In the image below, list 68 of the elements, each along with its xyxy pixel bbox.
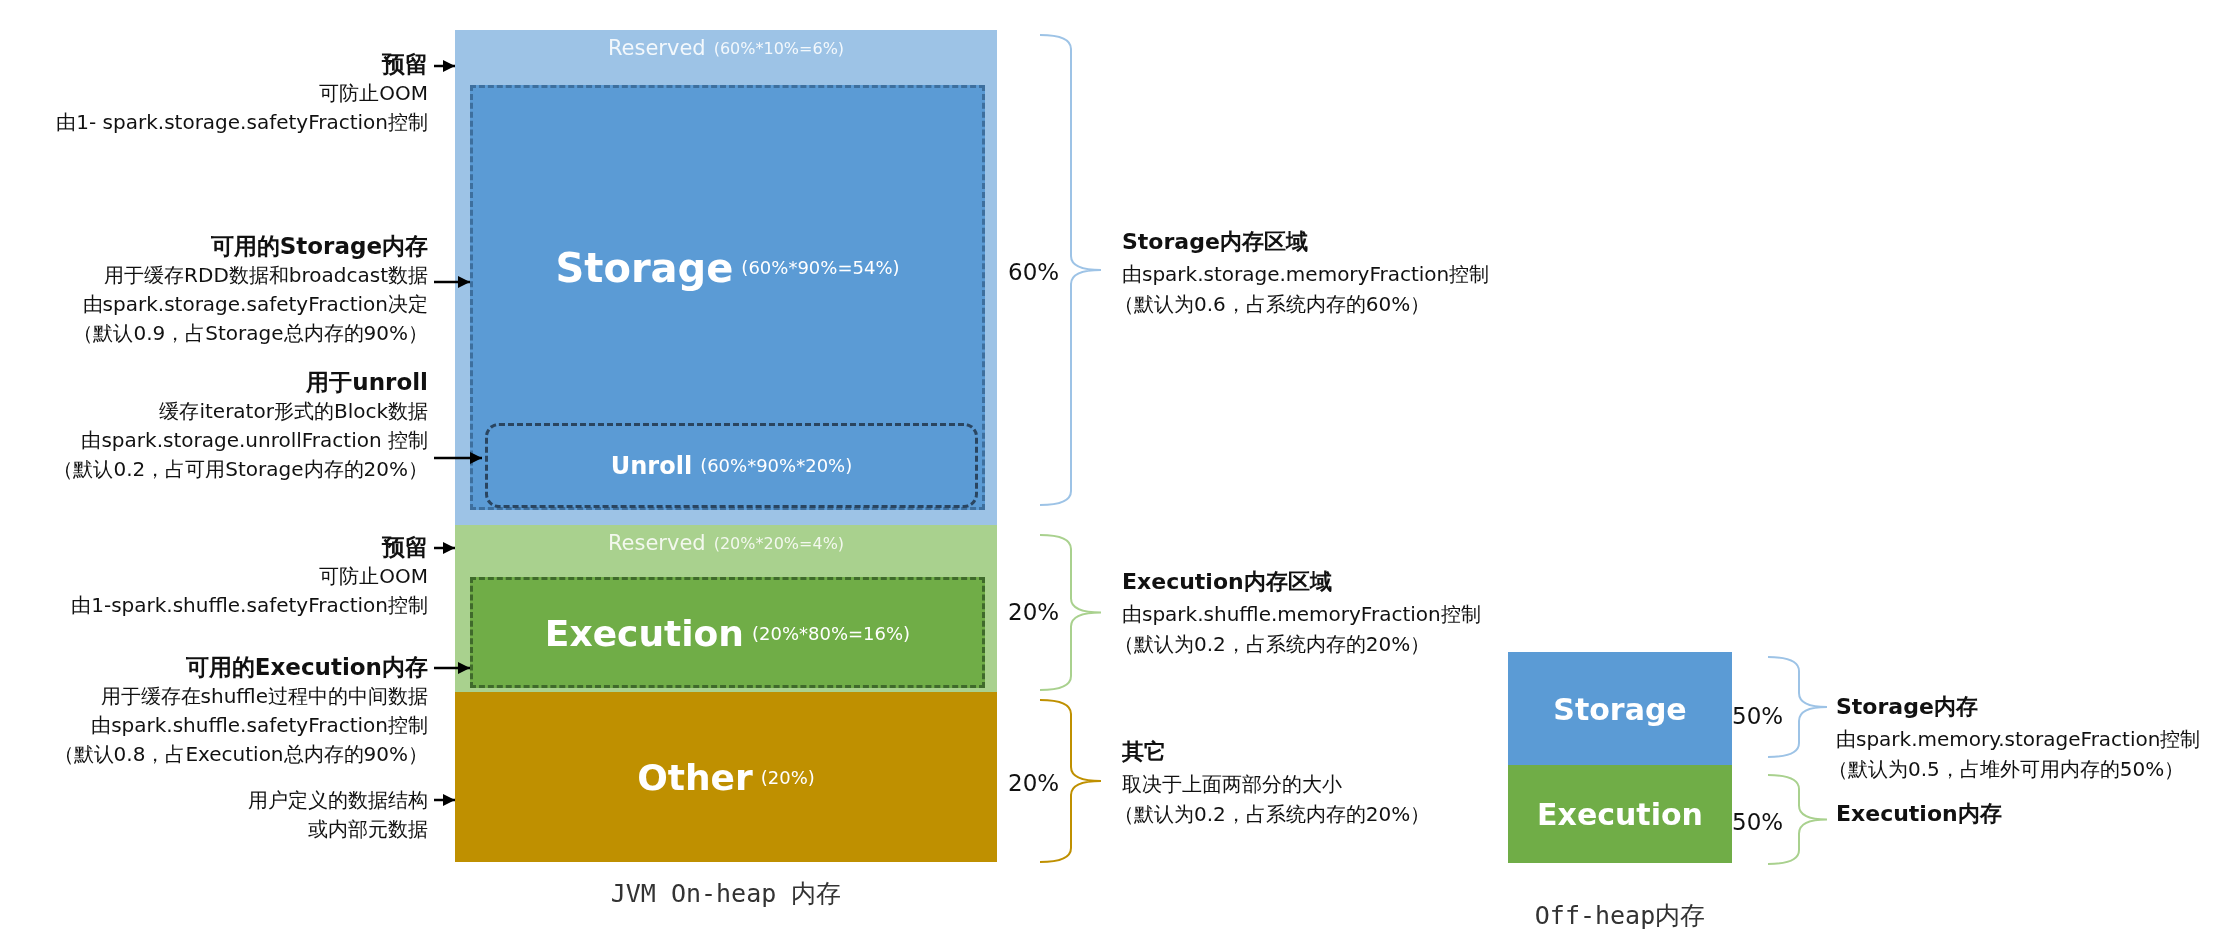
annotation-text: 用户定义的数据结构 [248, 787, 428, 814]
annotation-text: 或内部元数据 [308, 816, 428, 843]
memory-region [1508, 765, 1732, 863]
memory-heading: Off-heap内存 [1533, 900, 1707, 932]
region-percentage: (60%*10%=6%) [713, 38, 845, 58]
memory-heading: JVM On-heap 内存 [609, 878, 843, 910]
region-percentage: (20%) [760, 766, 815, 788]
dashed-region [485, 423, 978, 508]
annotation-text: 由spark.storage.memoryFraction控制 [1122, 261, 1490, 288]
annotation-heading: Storage内存 [1836, 693, 1978, 721]
leader-arrow [434, 541, 455, 555]
dashed-region [470, 577, 985, 688]
leader-arrow [434, 451, 482, 465]
annotation-text: 缓存iterator形式的Block数据 [159, 398, 428, 425]
percentage-label: 50% [1732, 808, 1784, 836]
annotation-text: 由spark.memory.storageFraction控制 [1836, 726, 2201, 753]
annotation-heading: 预留 [382, 50, 428, 79]
annotation-text: （默认为0.5，占堆外可用内存的50%） [1828, 756, 2185, 783]
annotation-text: 由1- spark.storage.safetyFraction控制 [56, 109, 428, 136]
leader-arrow [434, 275, 470, 289]
region-name: Storage [1553, 691, 1687, 726]
annotation-text: 用于缓存在shuffle过程中的中间数据 [100, 683, 428, 710]
memory-region [455, 30, 997, 525]
leader-arrow [434, 661, 470, 675]
region-percentage: (20%*20%=4%) [713, 533, 845, 553]
dashed-region [470, 85, 985, 510]
memory-region [455, 525, 997, 692]
annotation-text: 可防止OOM [319, 80, 428, 107]
leader-arrow [434, 59, 455, 73]
percentage-label: 50% [1732, 702, 1784, 730]
annotation-heading: 可用的Storage内存 [210, 232, 428, 261]
annotation-text: （默认0.9，占Storage总内存的90%） [73, 320, 428, 347]
annotation-heading: 其它 [1122, 738, 1166, 766]
annotation-text: （默认0.8，占Execution总内存的90%） [53, 741, 428, 768]
leader-arrow [434, 793, 455, 807]
region-name: Other [637, 756, 753, 798]
annotation-heading: Storage内存区域 [1122, 228, 1308, 256]
region-name: Execution [544, 612, 744, 653]
annotation-heading: 预留 [382, 533, 428, 562]
annotation-text: 取决于上面两部分的大小 [1122, 771, 1342, 798]
percentage-label: 20% [1008, 598, 1060, 626]
region-name: Unroll [610, 451, 693, 480]
annotation-text: 由spark.storage.safetyFraction决定 [82, 291, 428, 318]
region-name: Reserved [607, 531, 706, 555]
annotation-text: （默认为0.6，占系统内存的60%） [1114, 291, 1431, 318]
annotation-text: 由spark.storage.unrollFraction 控制 [81, 427, 428, 454]
region-name: Reserved [607, 36, 706, 60]
annotation-text: （默认为0.2，占系统内存的20%） [1114, 631, 1431, 658]
region-percentage: (60%*90%*20%) [700, 455, 853, 476]
region-name: Execution [1537, 796, 1703, 832]
region-name: Storage [555, 244, 734, 291]
region-percentage: (20%*80%=16%) [751, 622, 911, 643]
annotation-text: 可防止OOM [319, 563, 428, 590]
annotation-heading: 可用的Execution内存 [185, 653, 428, 682]
annotation-text: （默认为0.2，占系统内存的20%） [1114, 801, 1431, 828]
memory-region [455, 692, 997, 862]
annotation-text: 用于缓存RDD数据和broadcast数据 [104, 262, 428, 289]
annotation-heading: Execution内存区域 [1122, 568, 1332, 596]
annotation-heading: Execution内存 [1836, 800, 2002, 828]
annotation-text: 由spark.shuffle.memoryFraction控制 [1122, 601, 1481, 628]
annotation-heading: 用于unroll [306, 368, 428, 397]
region-percentage: (60%*90%=54%) [741, 257, 900, 278]
annotation-text: （默认0.2，占可用Storage内存的20%） [53, 456, 428, 483]
annotation-text: 由spark.shuffle.safetyFraction控制 [91, 712, 428, 739]
percentage-label: 20% [1008, 769, 1060, 797]
annotation-text: 由1-spark.shuffle.safetyFraction控制 [71, 592, 428, 619]
memory-region [1508, 652, 1732, 765]
percentage-label: 60% [1008, 258, 1060, 286]
